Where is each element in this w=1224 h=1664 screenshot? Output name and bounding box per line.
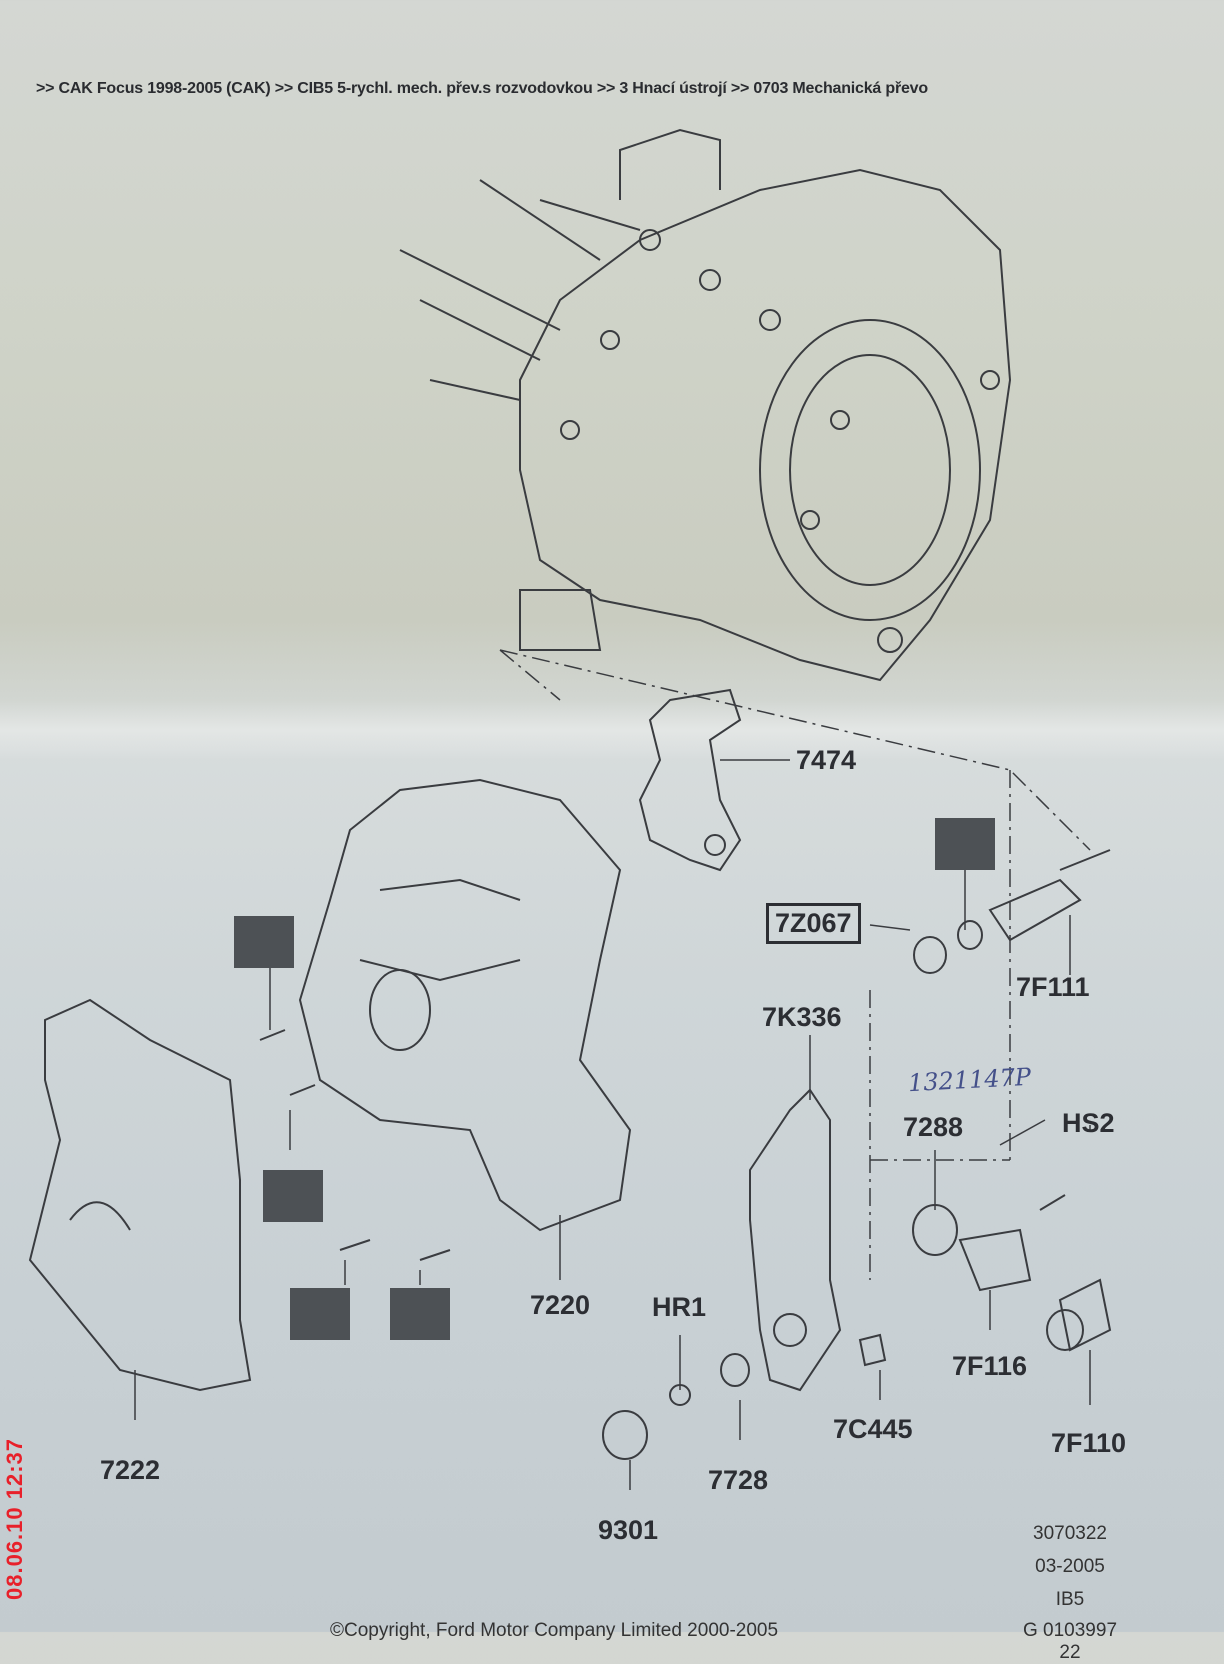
part-label-7288: 7288 (903, 1112, 964, 1142)
callout-box-blank (263, 1170, 323, 1222)
reference-code: G 0103997 22 (1022, 1620, 1118, 1663)
callout-box-blank (935, 818, 995, 870)
callout-box-blank (390, 1288, 450, 1340)
leader-lines (134, 759, 1091, 1490)
breadcrumb: >> CAK Focus 1998-2005 (CAK) >> CIB5 5-r… (36, 80, 928, 97)
part-label-9301: 9301 (598, 1515, 659, 1545)
illustration-number: 3070322 (1033, 1523, 1107, 1544)
part-label-7F116: 7F116 (952, 1351, 1028, 1381)
selector-lever-7K336 (749, 1088, 842, 1392)
model-code: IB5 (1055, 1589, 1085, 1610)
cover-7220 (298, 778, 632, 1232)
part-label-7222: 7222 (100, 1455, 161, 1485)
callout-box-blank (234, 916, 294, 968)
callout-box-blank (290, 1288, 350, 1340)
part-label-HS2: HS2 (1062, 1108, 1115, 1138)
part-label-7F111: 7F111 (1016, 972, 1090, 1002)
part-label-7F110: 7F110 (1051, 1428, 1127, 1458)
transmission-housing (399, 128, 1012, 682)
part-label-7C445: 7C445 (833, 1414, 913, 1444)
photo-timestamp: 08.06.10 12:37 (2, 1437, 27, 1600)
small-parts (259, 849, 1112, 1460)
part-label-7474: 7474 (796, 745, 857, 775)
paper-fold (0, 700, 1224, 760)
part-label-7K336: 7K336 (762, 1002, 842, 1032)
bracket-7474 (638, 688, 742, 872)
revision-date: 03-2005 (1035, 1556, 1105, 1577)
copyright: ©Copyright, Ford Motor Company Limited 2… (330, 1620, 779, 1641)
cover-7222 (28, 998, 252, 1392)
part-label-HR1: HR1 (652, 1292, 707, 1322)
part-label-7220: 7220 (530, 1290, 591, 1320)
part-label-7728: 7728 (708, 1465, 769, 1495)
part-label-7Z067: 7Z067 (766, 903, 861, 944)
